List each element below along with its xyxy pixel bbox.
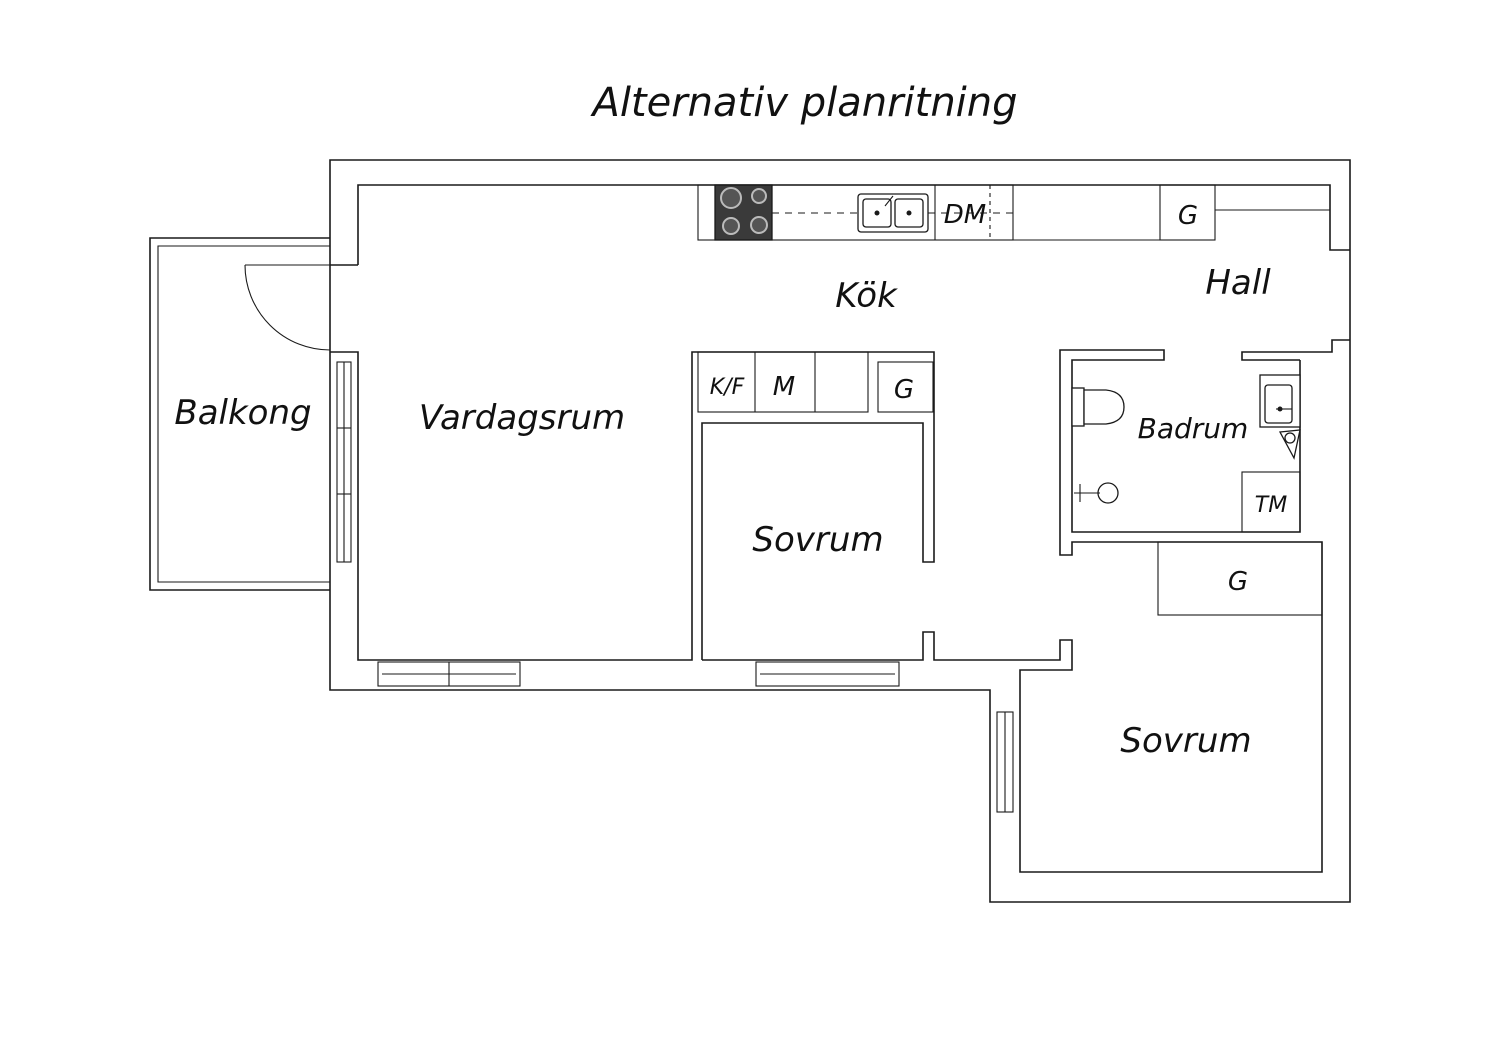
- plan-title: Alternativ planritning: [589, 80, 1017, 126]
- kitchen-wardrobe: [877, 361, 934, 413]
- stove-icon: [714, 184, 773, 241]
- kitchen-wardrobe-label: G: [894, 375, 914, 405]
- inner-wall-entry: [1241, 339, 1350, 361]
- hall-wardrobe: [1159, 184, 1216, 241]
- bedroom-wardrobe: [1157, 541, 1323, 616]
- room-label-sovrum-1: Sovrum: [752, 520, 883, 560]
- fridge-freezer-label: K/F: [710, 375, 745, 400]
- dishwasher-label: DM: [944, 200, 986, 230]
- room-label-badrum: Badrum: [1138, 412, 1249, 445]
- room-label-hall: Hall: [1205, 263, 1271, 303]
- balcony-door: [244, 264, 331, 351]
- room-label-balkong: Balkong: [174, 393, 311, 433]
- shower-icon: [1074, 482, 1119, 504]
- balcony-inner: [157, 245, 330, 583]
- appliance-block: [697, 351, 869, 413]
- faucet-icon: [1278, 429, 1301, 460]
- room-label-kok: Kök: [835, 276, 898, 316]
- sink-icon: [857, 193, 929, 233]
- hall-wardrobe-label: G: [1178, 201, 1198, 231]
- bath-sink-icon: [1259, 374, 1301, 428]
- inner-wall-left-lower: [330, 351, 935, 661]
- washing-machine: [1241, 471, 1301, 533]
- window-bedroom1: [755, 661, 900, 687]
- outer-wall: [329, 159, 1351, 903]
- balcony-outline: [149, 237, 330, 591]
- bedroom-wardrobe-label: G: [1228, 567, 1248, 597]
- microwave-label: M: [773, 372, 795, 402]
- toilet-icon: [1071, 387, 1125, 427]
- room-label-sovrum-2: Sovrum: [1120, 721, 1251, 761]
- bedroom1-walls: [701, 349, 1323, 873]
- inner-wall-top: [357, 184, 1350, 265]
- room-label-vardagsrum: Vardagsrum: [419, 398, 625, 438]
- washing-machine-label: TM: [1255, 493, 1287, 518]
